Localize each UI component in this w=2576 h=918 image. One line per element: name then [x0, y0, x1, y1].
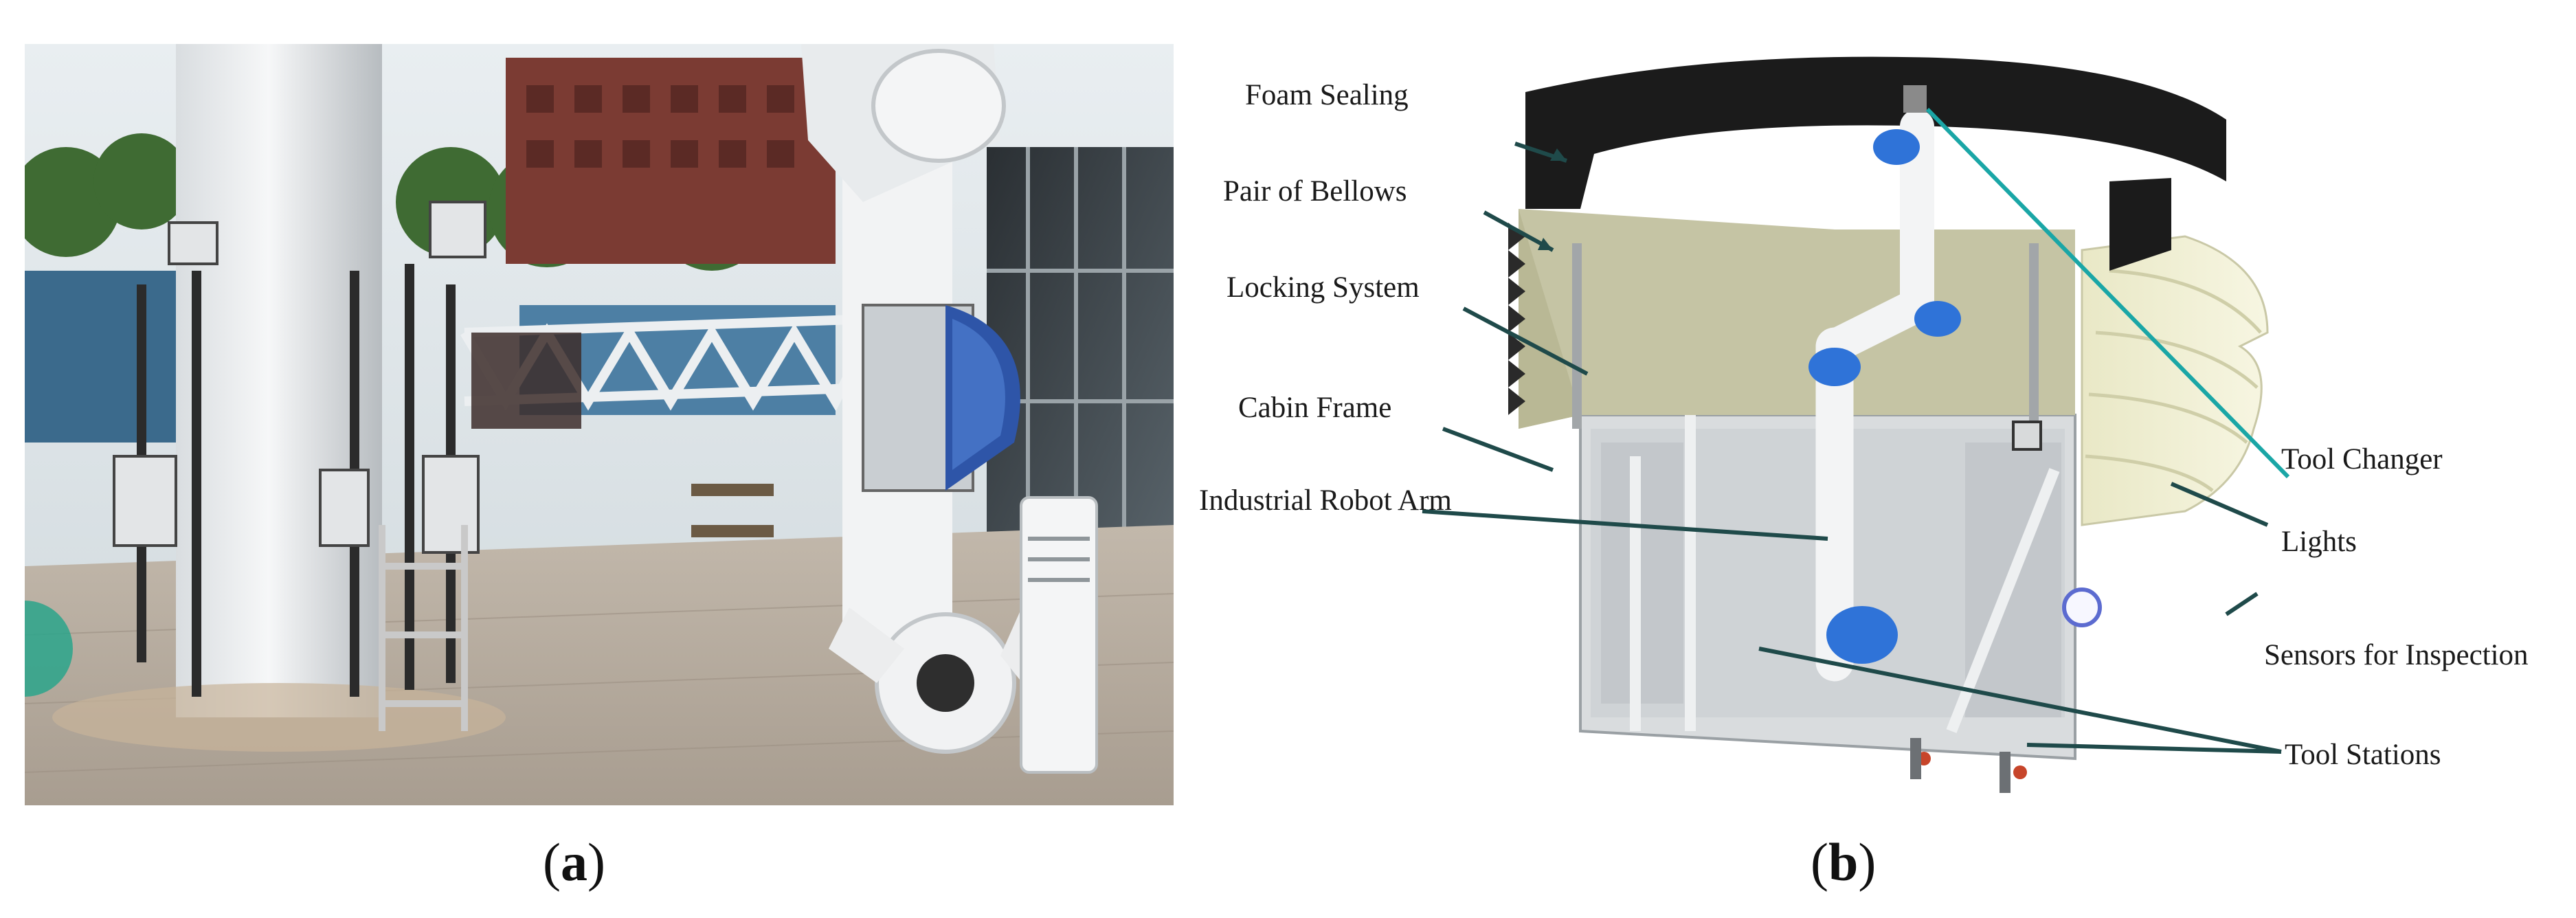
caption-a-label: a — [560, 832, 587, 892]
cabin-illustration — [1508, 56, 2269, 793]
label-pair-of-bellows: Pair of Bellows — [1223, 175, 1407, 208]
diagram-panel-b: Foam Sealing Pair of Bellows Locking Sys… — [1196, 44, 2563, 834]
robot-arm-leader — [1422, 509, 1828, 541]
cabin-frame-leader — [1442, 427, 1554, 472]
locking-system-leader — [1462, 306, 1589, 376]
caption-b-label: b — [1828, 832, 1859, 892]
label-cabin-frame: Cabin Frame — [1238, 392, 1392, 424]
sensors-leader — [2225, 592, 2259, 616]
label-industrial-robot-arm: Industrial Robot Arm — [1199, 484, 1452, 517]
label-locking-system: Locking System — [1227, 271, 1420, 304]
tool-changer-leader — [1925, 107, 2290, 479]
caption-b: (b) — [1811, 832, 1877, 892]
lights-leader — [2170, 482, 2269, 527]
label-foam-sealing: Foam Sealing — [1245, 79, 1409, 111]
photo-panel-a — [25, 44, 1174, 805]
photo-illustration — [25, 44, 1174, 805]
leader-lines — [1422, 107, 2290, 754]
caption-a: (a) — [543, 832, 605, 892]
label-lights: Lights — [2281, 526, 2357, 558]
label-tool-changer: Tool Changer — [2281, 443, 2443, 475]
tool-stations-leader-1 — [1758, 647, 2282, 754]
label-tool-stations: Tool Stations — [2285, 739, 2441, 771]
tool-stations-leader-2 — [2026, 743, 2282, 754]
label-sensors-for-inspection: Sensors for Inspection — [2264, 639, 2529, 671]
